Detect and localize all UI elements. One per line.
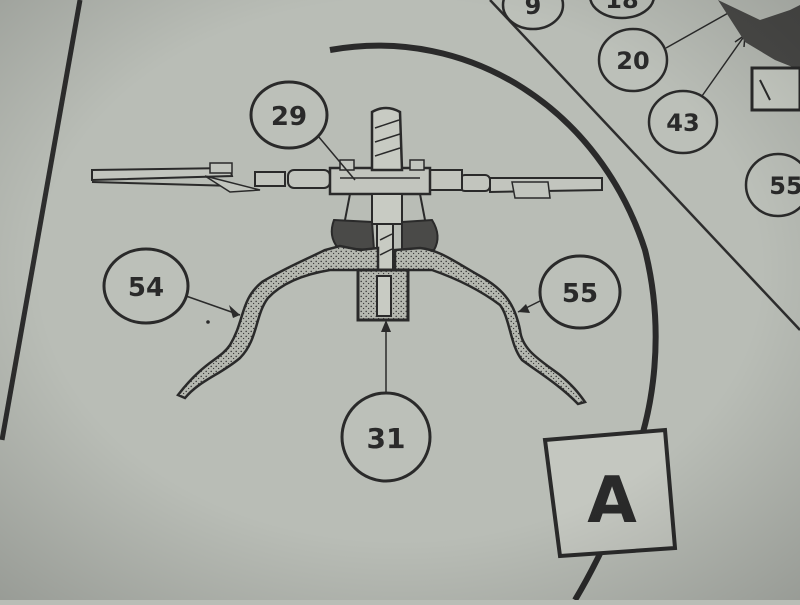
instruction-diagram: 9 18 20 43 55 — [0, 0, 800, 602]
diagram-canvas: 9 18 20 43 55 — [0, 0, 800, 602]
photo-vignette — [0, 0, 800, 600]
